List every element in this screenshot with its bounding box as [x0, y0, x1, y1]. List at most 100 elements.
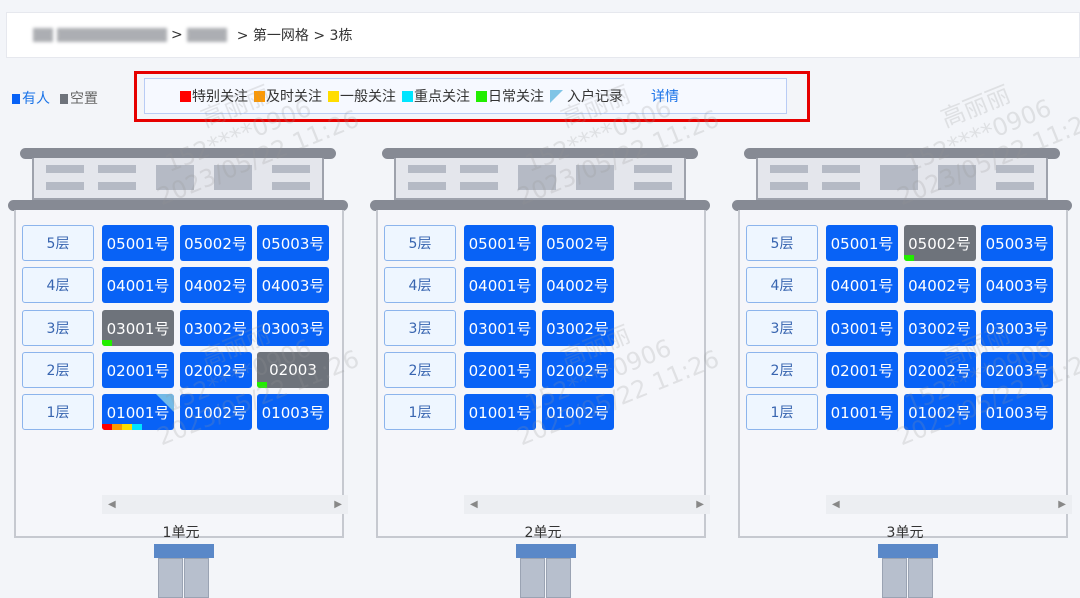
room-number: 01003号	[985, 403, 1049, 422]
floor-label[interactable]: 1层	[746, 394, 818, 430]
floor-label[interactable]: 4层	[746, 267, 818, 303]
room-cell[interactable]: 05003号	[257, 225, 329, 261]
room-cell[interactable]: 02002号	[903, 352, 976, 388]
room-number: 01003号	[261, 403, 325, 422]
room-cell[interactable]: 04001号	[826, 267, 898, 303]
room-number: 03003号	[261, 319, 325, 338]
room-number: 04001号	[830, 276, 894, 295]
room-cell[interactable]: 03002号	[541, 310, 614, 346]
horizontal-scrollbar[interactable]: ◀▶	[826, 495, 1072, 514]
door	[882, 558, 907, 598]
legend-item: 一般关注	[328, 86, 396, 106]
roof	[744, 148, 1060, 159]
room-number: 02003	[269, 361, 317, 379]
scroll-right-icon[interactable]: ▶	[696, 499, 704, 510]
roof	[732, 200, 1072, 211]
floor-label[interactable]: 4层	[22, 267, 94, 303]
room-cell[interactable]: 05003号	[981, 225, 1053, 261]
legend-label: 入户记录	[567, 89, 623, 105]
attention-mark	[102, 340, 112, 346]
room-cell[interactable]: 05002号	[903, 225, 976, 261]
blurred-crumb	[186, 28, 227, 42]
room-cell[interactable]: 04002号	[541, 267, 614, 303]
room-cell[interactable]: 01002号	[179, 394, 252, 430]
room-cell[interactable]: 02001号	[464, 352, 536, 388]
room-cell[interactable]: 01003号	[257, 394, 329, 430]
room-cell[interactable]: 05001号	[464, 225, 536, 261]
legend-item: 特别关注	[180, 86, 248, 106]
roof	[370, 200, 710, 211]
scroll-left-icon[interactable]: ◀	[470, 499, 478, 510]
visit-corner-icon	[550, 89, 563, 103]
room-cell[interactable]: 02002号	[541, 352, 614, 388]
floor-label[interactable]: 3层	[22, 310, 94, 346]
room-number: 02002号	[546, 361, 609, 380]
floor-label[interactable]: 2层	[384, 352, 456, 388]
scroll-right-icon[interactable]: ▶	[334, 499, 342, 510]
floor-label[interactable]: 5层	[22, 225, 94, 261]
room-number: 04002号	[184, 276, 247, 295]
color-swatch	[328, 90, 339, 102]
room-cell[interactable]: 01002号	[903, 394, 976, 430]
floor-label[interactable]: 3层	[384, 310, 456, 346]
room-cell[interactable]: 02001号	[826, 352, 898, 388]
roof-structure	[32, 158, 324, 200]
room-cell[interactable]: 03001号	[826, 310, 898, 346]
room-cell[interactable]: 02002号	[179, 352, 252, 388]
roof	[382, 148, 698, 159]
room-number: 01001号	[106, 403, 170, 422]
floor-label[interactable]: 5层	[746, 225, 818, 261]
scroll-left-icon[interactable]: ◀	[108, 499, 116, 510]
room-cell[interactable]: 04003号	[981, 267, 1053, 303]
attention-mark	[903, 255, 914, 261]
room-number: 04003号	[261, 276, 325, 295]
room-number: 03001号	[830, 319, 894, 338]
room-cell[interactable]: 01001号	[826, 394, 898, 430]
floor-label[interactable]: 1层	[22, 394, 94, 430]
room-cell[interactable]: 04003号	[257, 267, 329, 303]
floor-label[interactable]: 5层	[384, 225, 456, 261]
room-number: 01001号	[830, 403, 894, 422]
room-cell[interactable]: 02003号	[981, 352, 1053, 388]
room-cell[interactable]: 05001号	[102, 225, 174, 261]
attention-marks	[257, 382, 267, 388]
room-cell[interactable]: 01002号	[541, 394, 614, 430]
color-swatch	[254, 90, 265, 102]
floor-label[interactable]: 2层	[22, 352, 94, 388]
crumb-current: > 第一网格 > 3栋	[236, 28, 353, 44]
scroll-right-icon[interactable]: ▶	[1058, 499, 1066, 510]
floor-label[interactable]: 1层	[384, 394, 456, 430]
scroll-left-icon[interactable]: ◀	[832, 499, 840, 510]
room-cell[interactable]: 01001号	[464, 394, 536, 430]
floor-label[interactable]: 4层	[384, 267, 456, 303]
details-link[interactable]: 详情	[651, 89, 679, 105]
room-cell[interactable]: 03002号	[903, 310, 976, 346]
floor-label[interactable]: 3层	[746, 310, 818, 346]
visit-record-corner-icon	[156, 394, 174, 412]
room-cell[interactable]: 04002号	[179, 267, 252, 303]
room-cell[interactable]: 04002号	[903, 267, 976, 303]
room-cell[interactable]: 03001号	[464, 310, 536, 346]
room-cell[interactable]: 04001号	[464, 267, 536, 303]
room-cell[interactable]: 05002号	[179, 225, 252, 261]
floor-label[interactable]: 2层	[746, 352, 818, 388]
room-cell[interactable]: 05001号	[826, 225, 898, 261]
door-canopy	[878, 544, 938, 558]
legend-item: 日常关注	[476, 86, 544, 106]
room-number: 04002号	[908, 276, 971, 295]
attention-marks	[102, 340, 112, 346]
room-cell[interactable]: 03002号	[179, 310, 252, 346]
horizontal-scrollbar[interactable]: ◀▶	[464, 495, 710, 514]
room-cell[interactable]: 01003号	[981, 394, 1053, 430]
room-cell[interactable]: 03003号	[257, 310, 329, 346]
room-cell[interactable]: 02001号	[102, 352, 174, 388]
horizontal-scrollbar[interactable]: ◀▶	[102, 495, 348, 514]
room-cell[interactable]: 02003	[257, 352, 329, 388]
room-number: 05001号	[106, 234, 170, 253]
room-cell[interactable]: 03003号	[981, 310, 1053, 346]
room-cell[interactable]: 03001号	[102, 310, 174, 346]
room-cell[interactable]: 01001号	[102, 394, 174, 430]
room-cell[interactable]: 04001号	[102, 267, 174, 303]
room-cell[interactable]: 05002号	[541, 225, 614, 261]
